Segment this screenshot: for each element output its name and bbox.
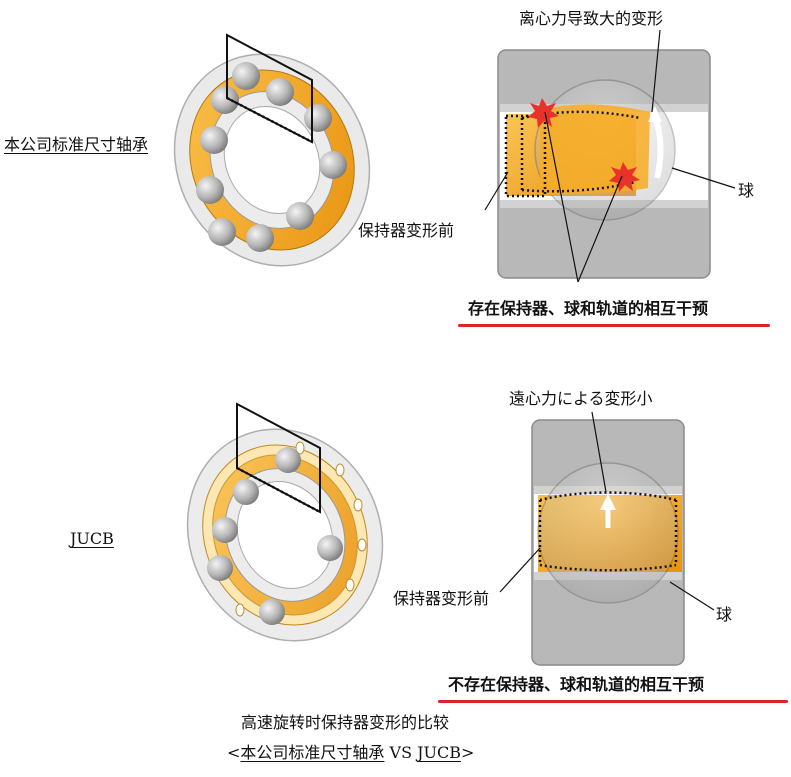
caption-line2: <本公司标准尺寸轴承 VS JUCB> (227, 744, 474, 762)
bottom-outer-ring (186, 428, 384, 642)
top-ball-label: 球 (738, 181, 755, 200)
top-burst-2 (609, 162, 640, 192)
caption-company: 本公司标准尺寸轴承 (240, 743, 385, 762)
top-outer-ring (173, 53, 371, 267)
bottom-balls (207, 447, 343, 625)
bottom-cage-label: 保持器变形前 (393, 589, 490, 608)
top-burst-1 (528, 98, 559, 128)
caption-jucb: JUCB (417, 743, 462, 762)
top-callout-centrifugal: 离心力导致大的变形 (519, 9, 664, 28)
bottom-callout-centrifugal: 遠心力による変形小 (509, 389, 653, 408)
bottom-cross-section (531, 419, 685, 666)
caption-close: > (461, 743, 475, 762)
caption-line1: 高速旋转时保持器变形的比较 (241, 713, 450, 732)
top-balls (196, 62, 347, 252)
bottom-conclusion-underline (438, 700, 788, 703)
top-cross-section (497, 49, 711, 279)
caption-vs: VS (384, 743, 418, 762)
top-conclusion: 存在保持器、球和轨道的相互干预 (468, 299, 709, 318)
bottom-cage-holes (235, 441, 367, 617)
top-cage-label: 保持器变形前 (358, 221, 455, 240)
bottom-ball-label: 球 (716, 605, 733, 624)
caption-open: < (227, 743, 241, 762)
bottom-left-title: JUCB (70, 529, 114, 548)
top-conclusion-underline (458, 324, 770, 327)
top-left-title: 本公司标准尺寸轴承 (4, 135, 149, 154)
bottom-section-plane (236, 402, 321, 514)
bottom-conclusion: 不存在保持器、球和轨道的相互干预 (448, 675, 705, 694)
